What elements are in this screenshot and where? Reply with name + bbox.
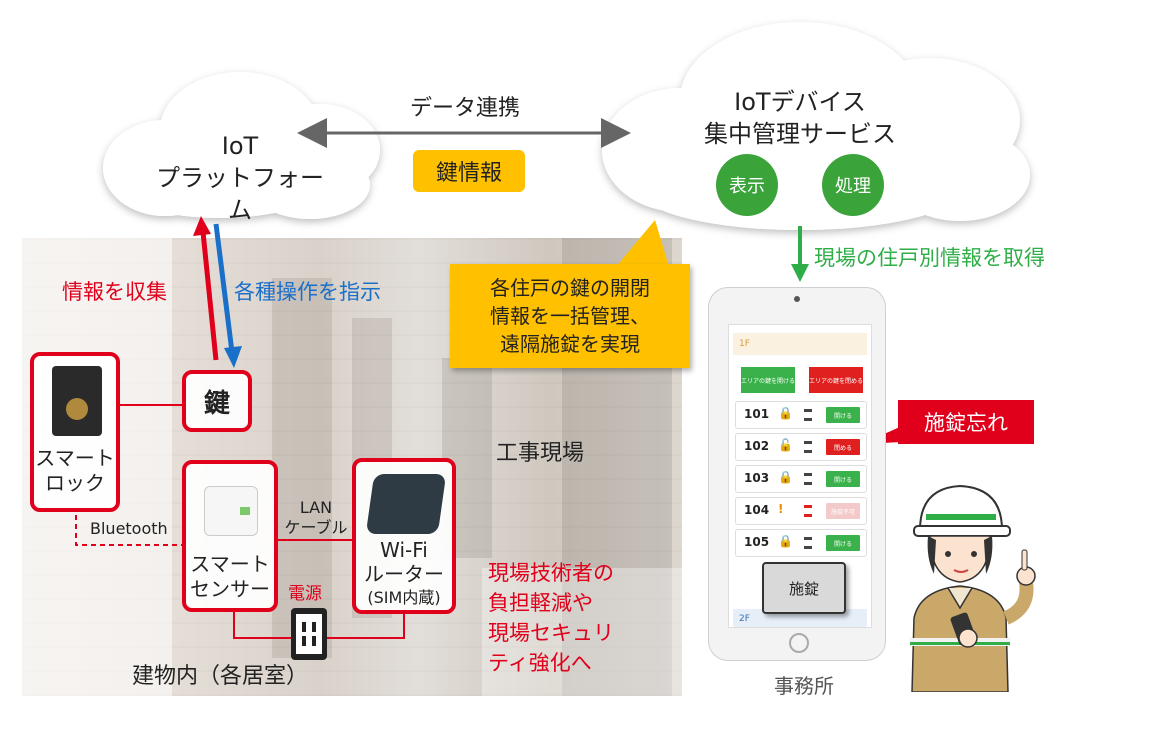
door-sensor-icon [804, 473, 812, 485]
power-label: 電源 [288, 584, 322, 604]
display-button[interactable]: 表示 [716, 154, 778, 216]
router-box: Wi-Fi ルーター (SIM内蔵) [352, 458, 456, 614]
door-sensor-icon [804, 505, 812, 517]
router-label: Wi-Fi ルーター (SIM内蔵) [364, 538, 444, 607]
floor-1-header: 1F [733, 333, 867, 355]
room-action-button[interactable]: 施錠不可 [826, 503, 860, 519]
lock-icon: 🔒 [778, 534, 793, 548]
collect-arrow [200, 231, 219, 361]
warning-icon: ! [778, 502, 784, 516]
room-number: 104 [744, 503, 770, 517]
key-info-badge: 鍵情報 [413, 150, 525, 192]
key-box: 鍵 [182, 370, 252, 432]
building-label: 建物内（各居室） [132, 664, 309, 689]
lan-label: LAN ケーブル [284, 498, 348, 537]
room-action-button[interactable]: 閉める [826, 439, 860, 455]
room-row: 105 🔒 開ける [735, 529, 867, 557]
room-number: 105 [744, 535, 770, 549]
door-sensor-icon [804, 409, 812, 421]
close-area-button[interactable]: エリアの鍵を閉める [809, 367, 863, 393]
tablet-screen: 1F エリアの鍵を開ける エリアの鍵を閉める 101 🔒 開ける 102 🔓 閉… [728, 324, 872, 628]
collect-label: 情報を収集 [62, 280, 167, 304]
room-action-button[interactable]: 開ける [826, 535, 860, 551]
smart-sensor-box: スマート センサー [182, 460, 278, 612]
platform-cloud-label: IoT プラットフォーム [156, 132, 324, 224]
service-cloud-label: IoTデバイス 集中管理サービス [704, 88, 896, 148]
room-row: 101 🔒 開ける [735, 401, 867, 429]
bluetooth-label: Bluetooth [90, 519, 168, 538]
unlock-icon: 🔓 [778, 438, 793, 452]
router-icon [365, 474, 447, 534]
lock-icon: 🔒 [778, 406, 793, 420]
instruct-label: 各種操作を指示 [234, 280, 381, 304]
room-row: 102 🔓 閉める [735, 433, 867, 461]
room-number: 103 [744, 471, 770, 485]
camera-icon [794, 296, 800, 302]
site-label: 工事現場 [496, 441, 585, 466]
goal-text: 現場技術者の 負担軽減や 現場セキュリ ティ強化へ [488, 561, 614, 675]
room-action-button[interactable]: 開ける [826, 407, 860, 423]
room-row: 103 🔒 開ける [735, 465, 867, 493]
smart-lock-icon [52, 366, 102, 436]
lock-icon: 🔒 [778, 470, 793, 484]
acquire-label: 現場の住戸別情報を取得 [814, 246, 1045, 270]
office-label: 事務所 [774, 674, 834, 698]
smart-lock-box: スマート ロック [30, 352, 120, 512]
open-area-button[interactable]: エリアの鍵を開ける [741, 367, 795, 393]
room-number: 101 [744, 407, 770, 421]
smart-sensor-icon [204, 486, 258, 536]
lock-button[interactable]: 施錠 [762, 562, 846, 614]
smart-lock-label: スマート ロック [35, 446, 115, 495]
worker-illustration [910, 484, 1036, 692]
forgot-lock-label: 施錠忘れ [898, 400, 1034, 444]
home-button[interactable] [789, 633, 809, 653]
door-sensor-icon [804, 441, 812, 453]
door-sensor-icon [804, 537, 812, 549]
platform-cloud-shape [103, 72, 380, 219]
smart-sensor-label: スマート センサー [190, 552, 270, 601]
data-link-label: データ連携 [409, 96, 520, 121]
room-action-button[interactable]: 開ける [826, 471, 860, 487]
process-button[interactable]: 処理 [822, 154, 884, 216]
callout-tail [615, 220, 670, 270]
instruct-arrow [213, 223, 235, 353]
room-number: 102 [744, 439, 770, 453]
management-callout: 各住戸の鍵の開閉 情報を一括管理、 遠隔施錠を実現 [450, 264, 690, 368]
room-row: 104 ! 施錠不可 [735, 497, 867, 525]
